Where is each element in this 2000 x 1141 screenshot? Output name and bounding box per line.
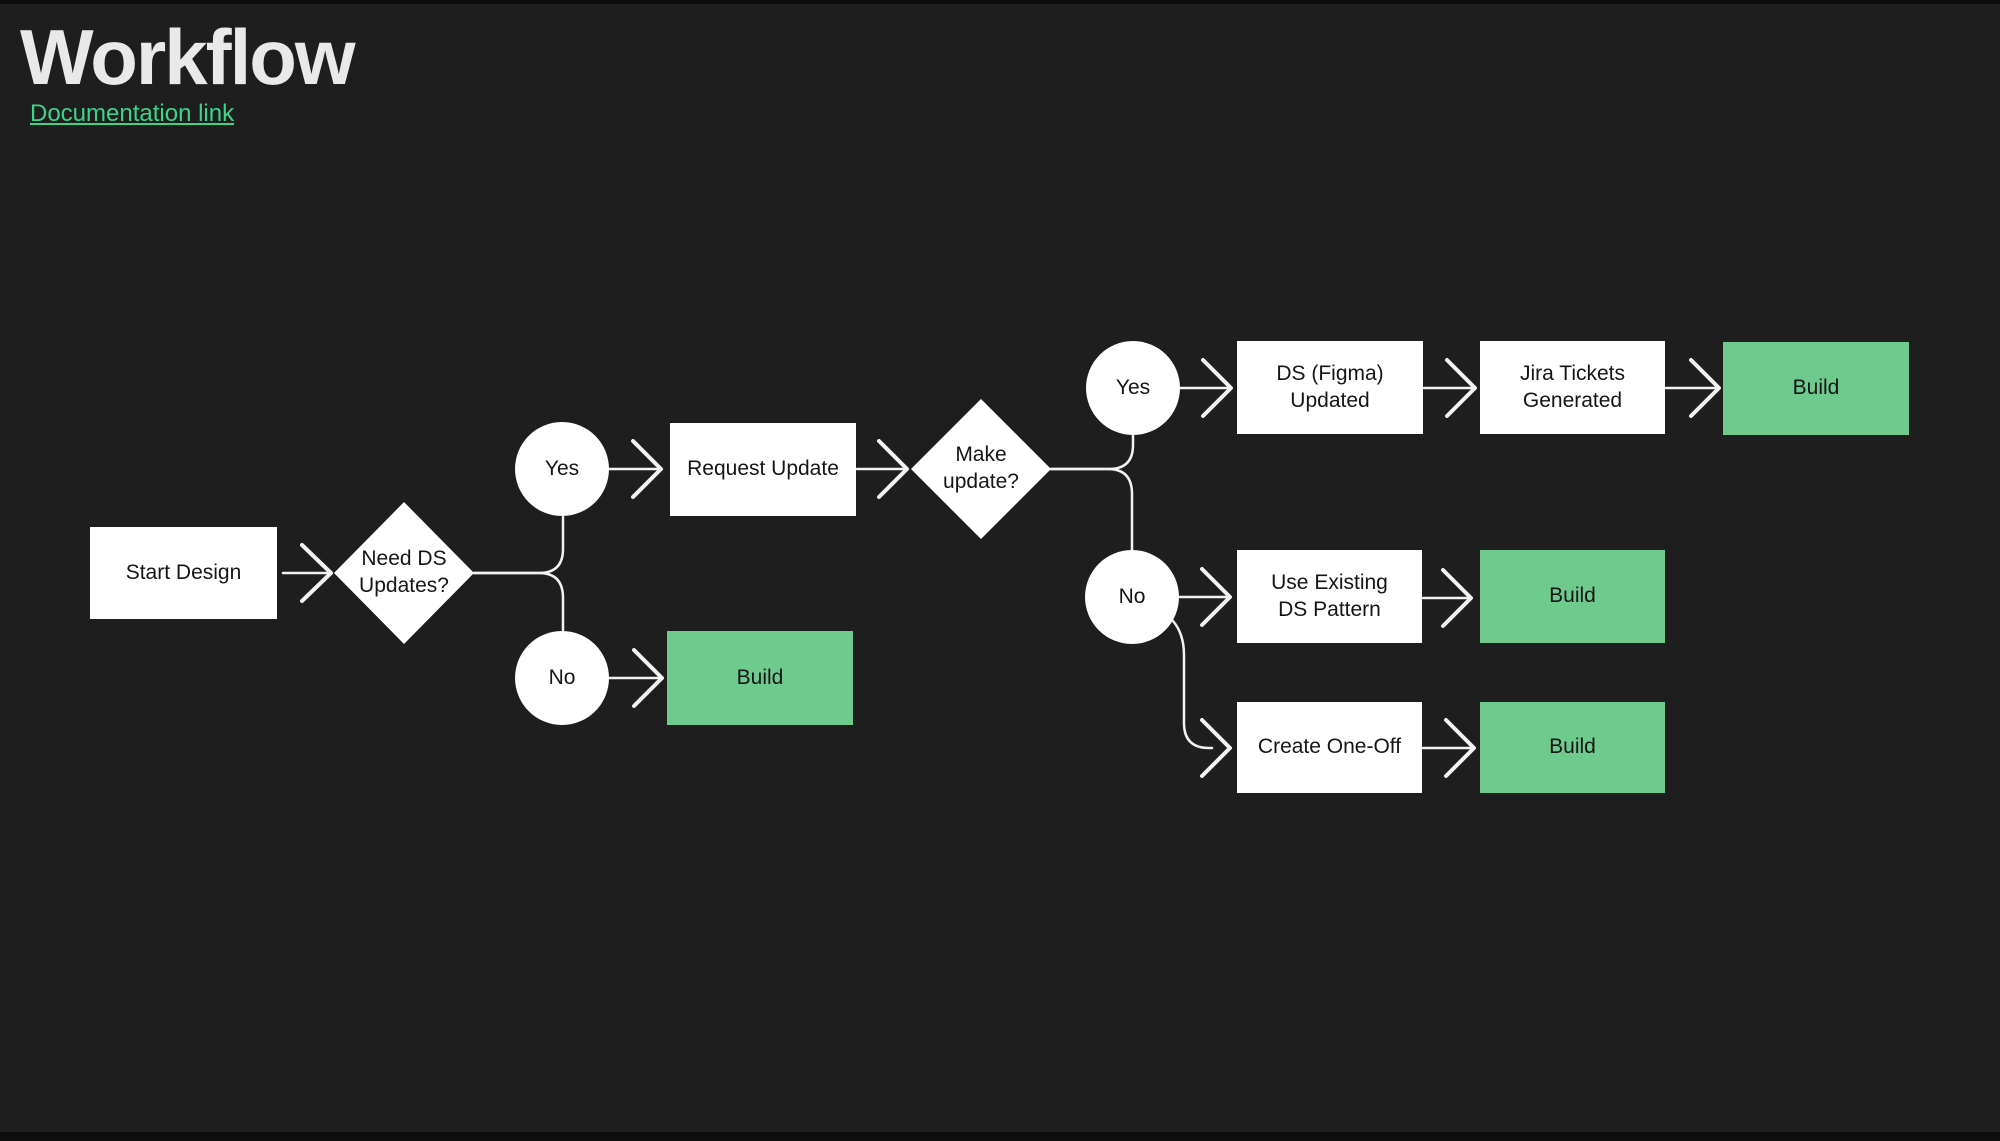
node-build-row3: Build <box>1480 702 1665 793</box>
edge-need-ds-to-yes <box>472 515 565 575</box>
node-make-update-decision: Make update? <box>943 443 1019 493</box>
node-no-connector-2: No <box>1085 550 1179 644</box>
node-yes-connector-1: Yes <box>515 422 609 516</box>
documentation-link[interactable]: Documentation link <box>30 100 235 127</box>
node-need-ds-updates-decision: Need DS Updates? <box>359 547 449 597</box>
arrowhead-into-jira <box>1445 358 1477 418</box>
node-use-existing-ds-pattern: Use Existing DS Pattern <box>1237 550 1422 643</box>
node-no-connector-1: No <box>515 631 609 725</box>
arrowhead-into-use-existing <box>1200 567 1232 627</box>
node-ds-figma-updated: DS (Figma) Updated <box>1237 341 1423 434</box>
node-jira-tickets-generated: Jira Tickets Generated <box>1480 341 1665 434</box>
node-request-update: Request Update <box>670 423 856 516</box>
edge-make-update-to-no <box>1049 467 1134 552</box>
edge-make-update-to-yes <box>1049 433 1135 471</box>
edge-no2-to-create-one-off <box>1171 619 1214 750</box>
arrowhead-into-build-row2 <box>1441 568 1473 628</box>
edge-arrowheads <box>300 358 1721 778</box>
arrowhead-into-make-update <box>877 439 909 499</box>
node-start-design: Start Design <box>90 527 277 619</box>
bottom-edge-bar <box>0 1132 2000 1141</box>
page-title: Workflow <box>20 13 356 101</box>
arrowhead-into-build-left <box>632 648 664 708</box>
decision-need-ds-updates-shape <box>334 502 474 644</box>
arrowhead-into-ds-figma <box>1201 358 1233 418</box>
node-yes-connector-2: Yes <box>1086 341 1180 435</box>
arrowhead-into-build-row1 <box>1689 358 1721 418</box>
arrowhead-into-need-ds <box>300 543 333 603</box>
node-build-left: Build <box>667 631 853 725</box>
arrowhead-into-build-row3 <box>1444 718 1476 778</box>
edge-lines <box>281 386 1719 750</box>
node-create-one-off: Create One-Off <box>1237 702 1422 793</box>
node-build-row2: Build <box>1480 550 1665 643</box>
top-edge-bar <box>0 0 2000 4</box>
node-build-row1: Build <box>1723 342 1909 435</box>
arrowhead-into-create-one-off <box>1200 718 1232 778</box>
edge-need-ds-to-no <box>472 571 565 632</box>
arrowhead-into-request-update <box>631 439 663 499</box>
decision-make-update-shape <box>911 399 1051 539</box>
